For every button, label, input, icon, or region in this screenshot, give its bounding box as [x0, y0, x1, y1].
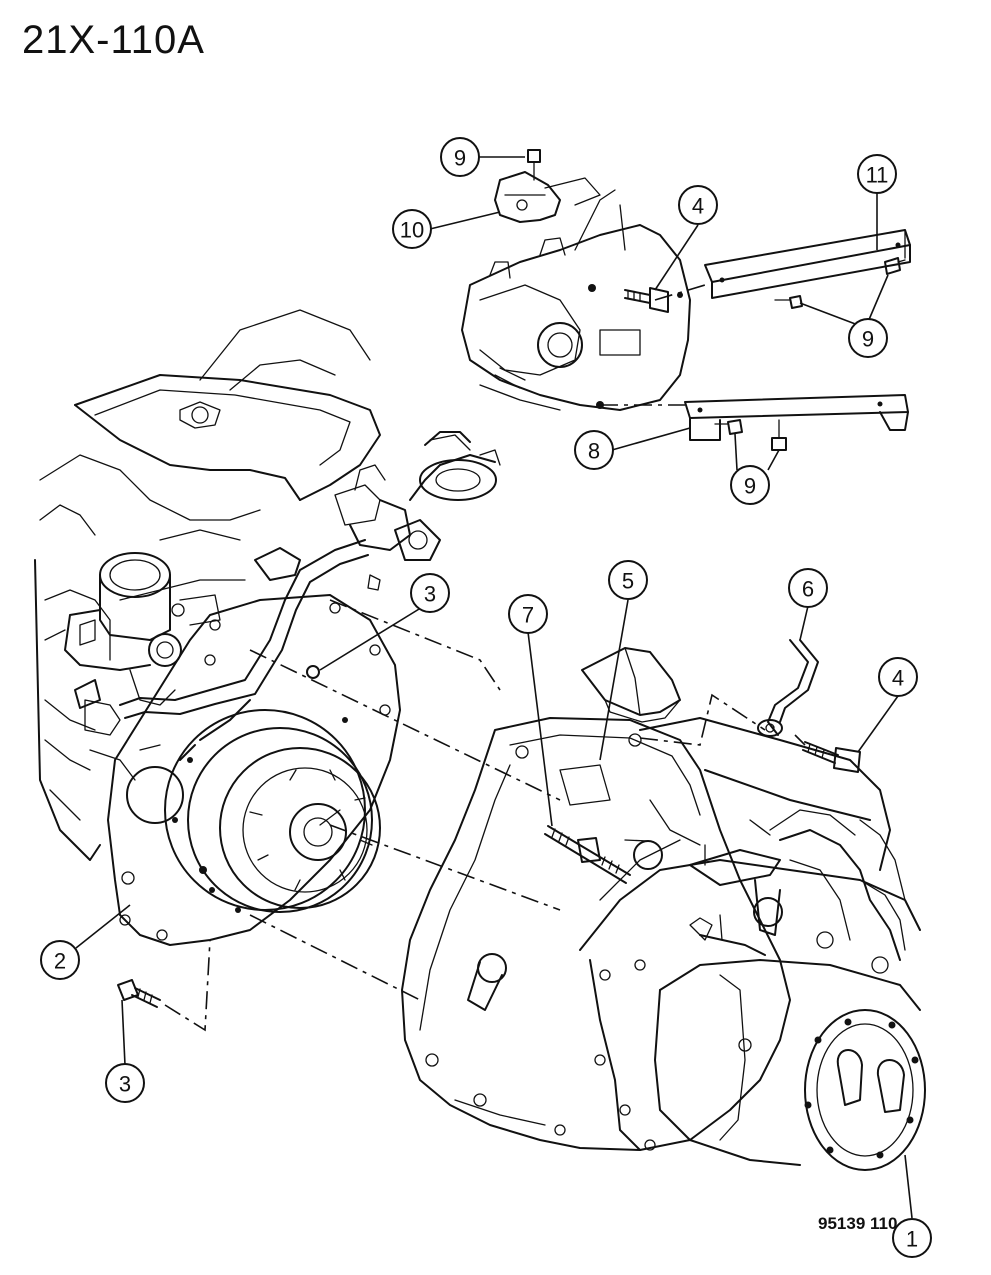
callout-10-label: 10	[400, 218, 424, 243]
callout-6-label: 6	[802, 577, 814, 602]
leader-lines	[75, 156, 913, 1219]
part-4-bolt	[802, 741, 861, 773]
callout-4-lower-label: 4	[892, 666, 904, 691]
callout-11-label: 11	[866, 163, 889, 188]
callout-9-bottom: 9	[730, 465, 770, 505]
callout-9-top-label: 9	[454, 146, 466, 171]
callout-6: 6	[788, 568, 828, 608]
callout-5-label: 5	[622, 569, 634, 594]
callout-3-lower: 3	[105, 1063, 145, 1103]
callout-9-right-label: 9	[862, 327, 874, 352]
callout-3-lower-label: 3	[119, 1072, 131, 1097]
part-5-pad	[581, 647, 681, 723]
callout-3-upper: 3	[410, 573, 450, 613]
callout-9-bottom-label: 9	[744, 474, 756, 499]
callout-8-label: 8	[588, 439, 600, 464]
callout-1-label: 1	[906, 1227, 918, 1252]
clutch-assembly	[164, 699, 381, 913]
callout-4-upper: 4	[678, 185, 718, 225]
figure-number: 95139 110	[818, 1214, 898, 1233]
callout-7-label: 7	[522, 603, 534, 628]
callout-4-upper-label: 4	[692, 194, 704, 219]
part-6-bracket	[757, 639, 819, 737]
callout-3-upper-label: 3	[424, 582, 436, 607]
callout-9-right: 9	[848, 318, 888, 358]
egr-tube	[119, 431, 501, 719]
callout-2: 2	[40, 940, 80, 980]
engine-block	[34, 309, 381, 861]
callout-8: 8	[574, 430, 614, 470]
part-3-bolt	[117, 979, 161, 1008]
adapter-plate	[107, 594, 401, 946]
callout-10: 10	[392, 209, 432, 249]
callout-2-label: 2	[54, 949, 66, 974]
callout-7: 7	[508, 594, 548, 634]
callout-1: 1	[892, 1218, 932, 1258]
part-7-stud	[544, 825, 663, 884]
callout-4-lower: 4	[878, 657, 918, 697]
callout-9-top: 9	[440, 137, 480, 177]
callout-5: 5	[608, 560, 648, 600]
assembly-centerlines	[164, 599, 806, 1032]
callout-11: 11	[857, 154, 897, 194]
transaxle-housing	[401, 717, 926, 1171]
throttle-body	[64, 552, 221, 709]
upper-mount-assembly	[461, 149, 911, 451]
diagram-code: 21X-110A	[22, 18, 205, 62]
